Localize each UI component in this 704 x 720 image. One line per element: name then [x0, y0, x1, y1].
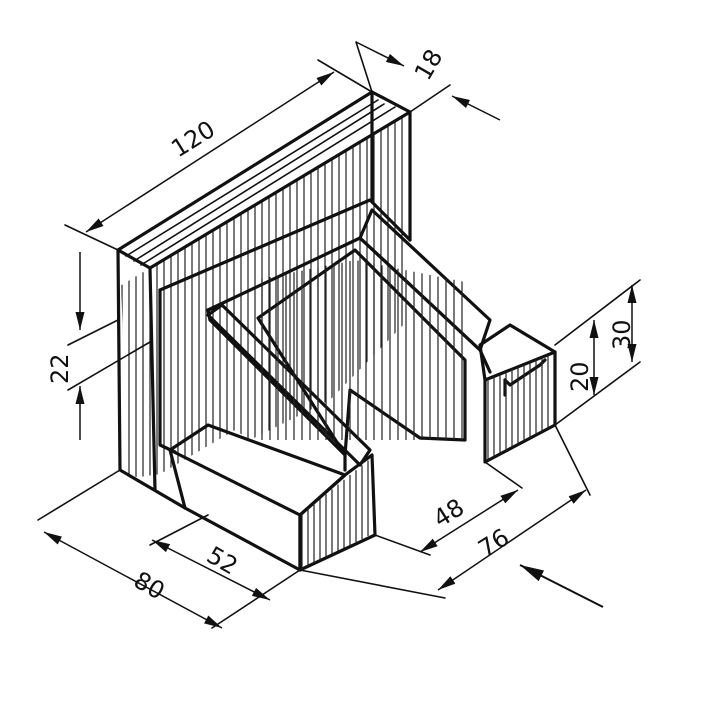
dim-18-label: 18 [409, 45, 449, 85]
diagonal-rib-left [206, 303, 372, 467]
dim-76-line [437, 489, 587, 591]
dim-20-label: 20 [566, 361, 594, 392]
inner-frame [158, 288, 177, 454]
diagonal-rib-right [358, 208, 492, 352]
dim-80-line [43, 531, 223, 629]
dim-22-label: 22 [46, 353, 74, 384]
inner-recess [256, 248, 467, 457]
dim-48-label: 48 [428, 493, 469, 533]
left-foot-hatch [301, 460, 369, 569]
dim-18-line [355, 41, 405, 67]
rib-hatch [261, 260, 463, 440]
left-foot-top [168, 423, 347, 517]
dim-80-label: 80 [129, 566, 169, 606]
dim-52-line [151, 539, 271, 601]
dim-76-label: 76 [473, 523, 514, 563]
dim-120-label: 120 [166, 115, 220, 163]
dim-52-label: 52 [202, 541, 242, 581]
part-body [116, 90, 557, 572]
view-direction-arrow [519, 564, 604, 608]
dim-120-line [85, 71, 335, 233]
dim-30-label: 30 [608, 319, 636, 350]
right-foot-hatch [487, 354, 549, 461]
